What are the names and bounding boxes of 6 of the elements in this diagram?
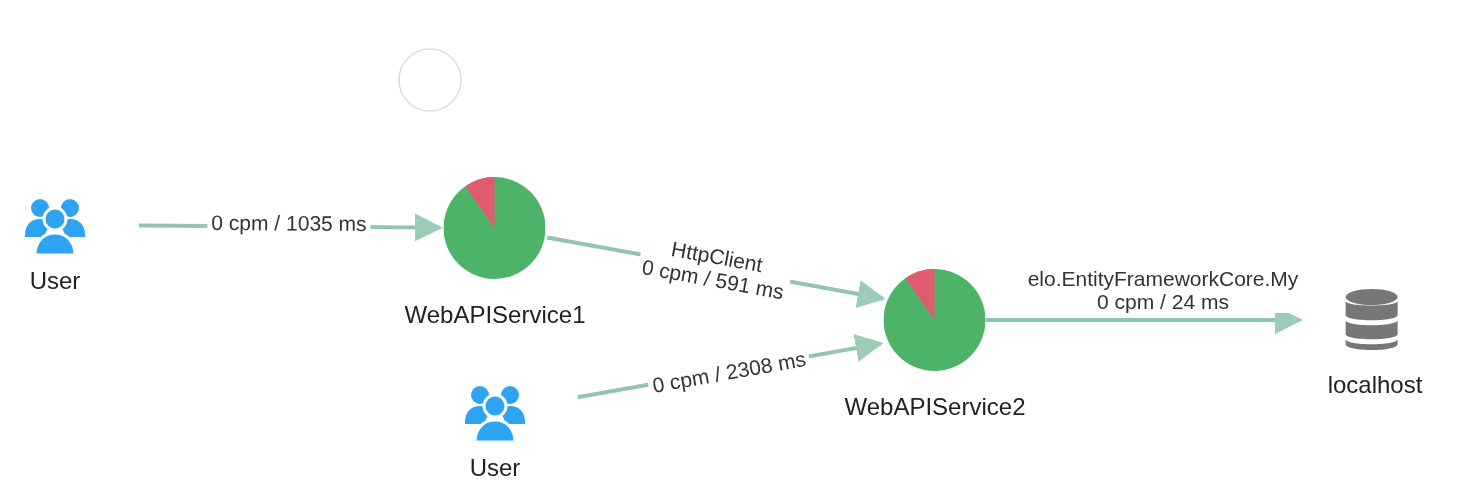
node-label: User bbox=[469, 454, 521, 482]
empty-circle bbox=[398, 48, 462, 112]
node-label: WebAPIService1 bbox=[404, 301, 586, 329]
node-label: WebAPIService2 bbox=[844, 393, 1026, 421]
node-label: User bbox=[29, 267, 81, 295]
node-label: localhost bbox=[1327, 371, 1423, 399]
